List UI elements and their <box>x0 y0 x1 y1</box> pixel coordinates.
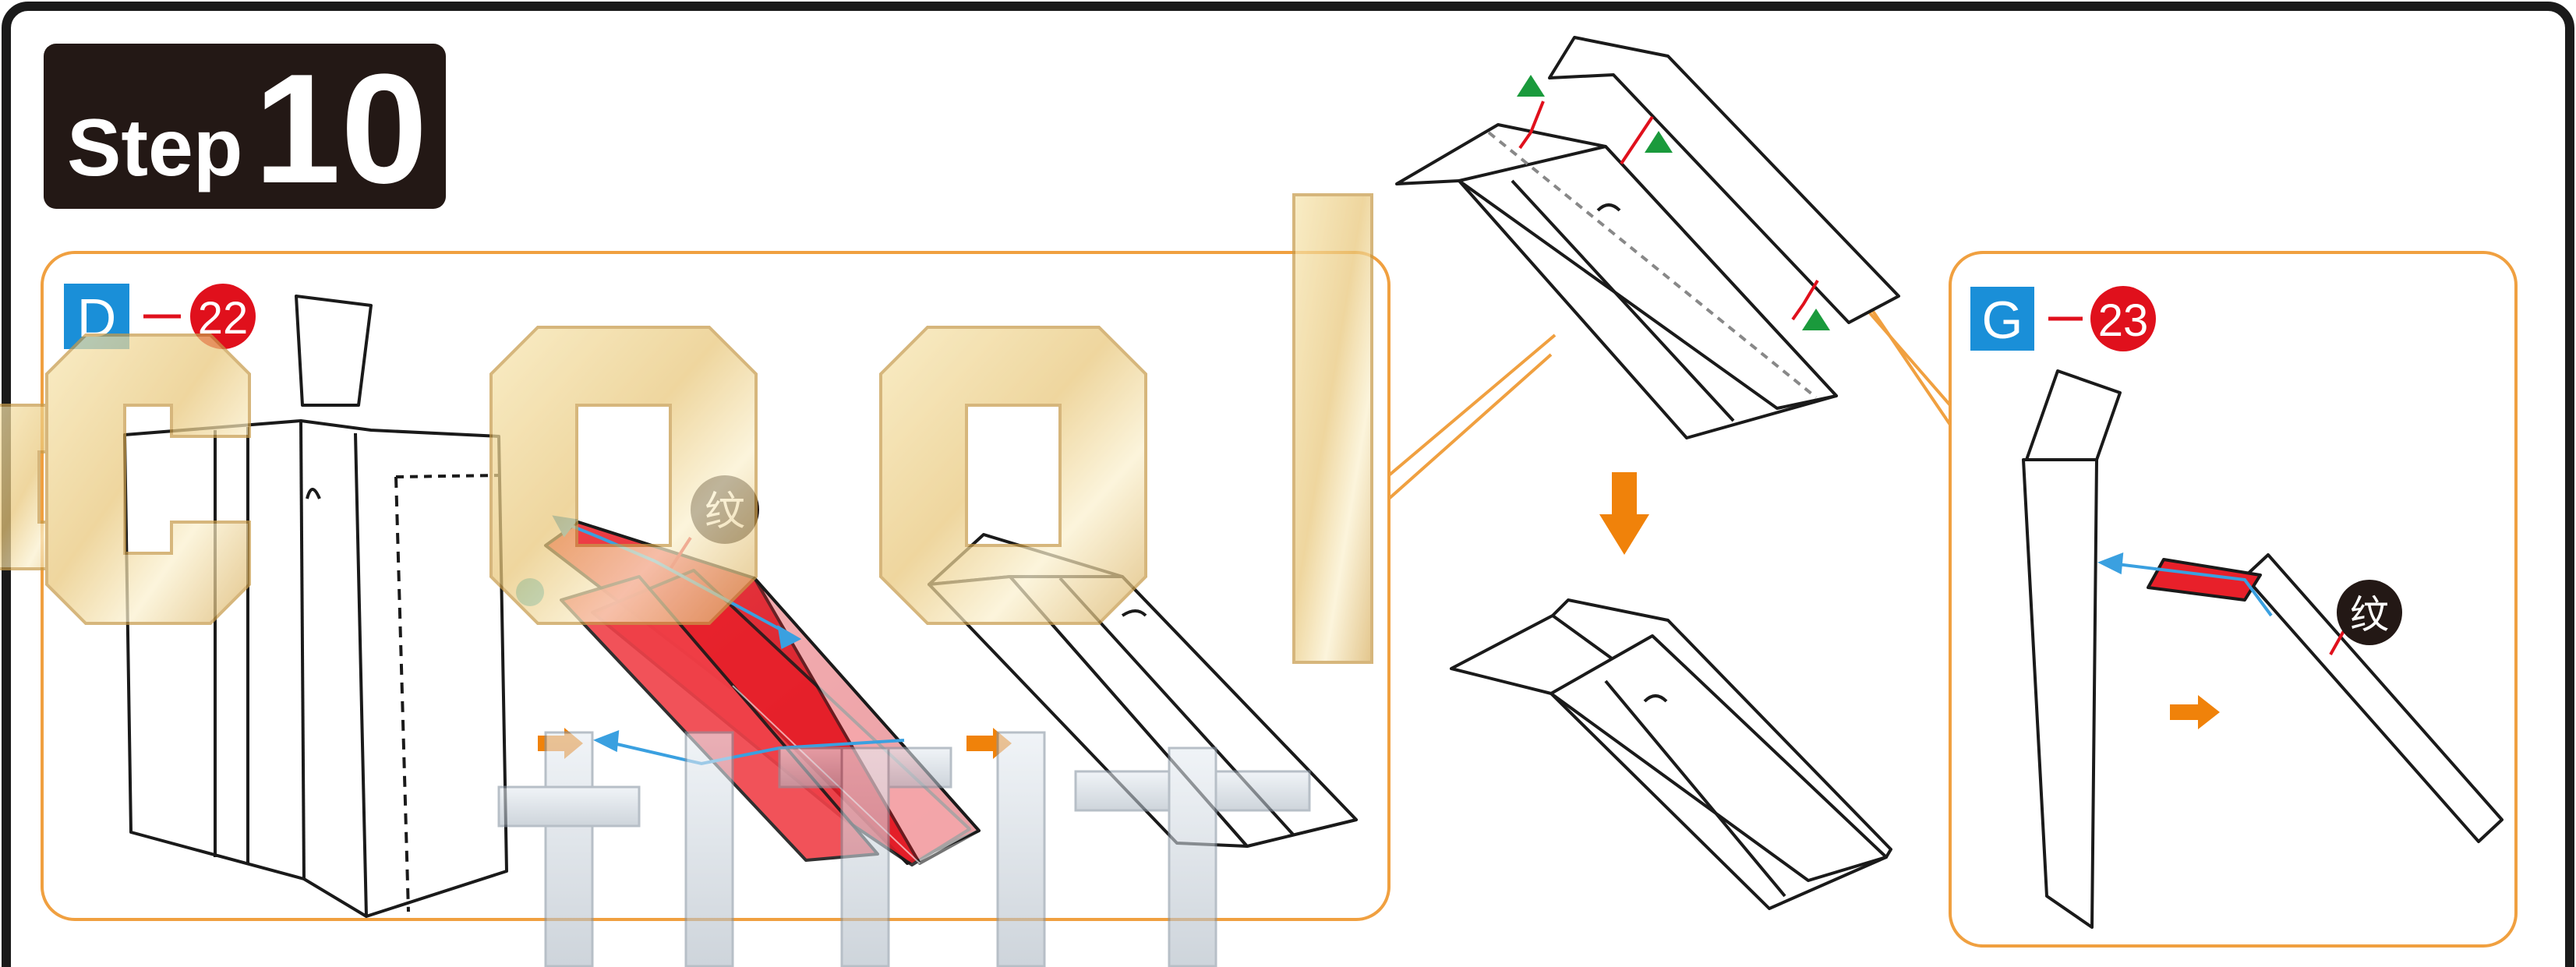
number-23: 23 <box>2098 295 2149 346</box>
step-badge: Step 10 <box>44 42 446 216</box>
crease-mark-right-text: 纹 <box>2350 593 2389 637</box>
step-word: Step <box>67 103 242 193</box>
step-number: 10 <box>254 42 427 216</box>
letter-g: G <box>1982 291 2023 350</box>
